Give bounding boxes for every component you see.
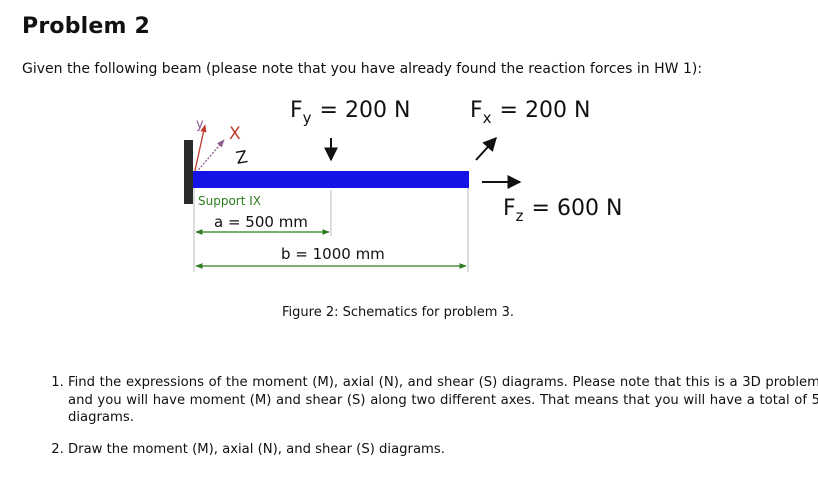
beam: [193, 171, 469, 188]
figure-caption: Figure 2: Schematics for problem 3.: [282, 305, 514, 320]
axis-z-label: Z: [234, 147, 249, 169]
force-fz-label: Fz= 600 N: [503, 196, 622, 225]
dimension-b-label: b = 1000 mm: [281, 245, 385, 263]
task-item: Draw the moment (M), axial (N), and shea…: [68, 441, 818, 459]
wall-support: [184, 140, 193, 204]
axis-x-arrow: [193, 124, 207, 176]
axis-x-label: X: [229, 124, 241, 144]
task-list: Find the expressions of the moment (M), …: [40, 374, 818, 472]
task-item: Find the expressions of the moment (M), …: [68, 374, 818, 427]
dimension-a-label: a = 500 mm: [214, 213, 308, 231]
axis-y-arrow: [193, 139, 225, 176]
force-fy-label: Fy= 200 N: [290, 98, 410, 127]
support-label: Support IX: [198, 194, 261, 208]
problem-intro: Given the following beam (please note th…: [22, 61, 703, 77]
force-fx-arrow: [475, 136, 497, 161]
axis-y-label: y: [196, 117, 204, 132]
problem-title: Problem 2: [22, 14, 150, 39]
force-fx-label: Fx= 200 N: [470, 98, 590, 127]
